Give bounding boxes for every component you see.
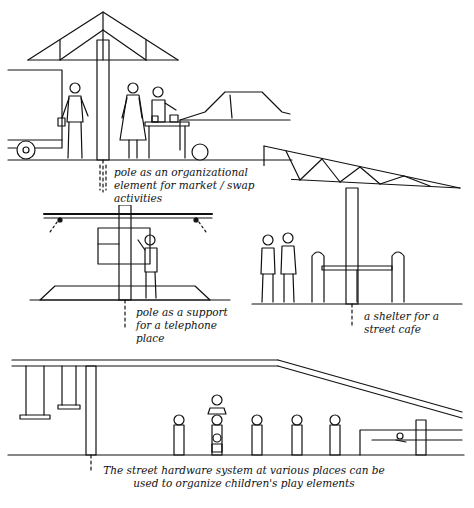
- caption-note: The street hardware system at various pl…: [97, 464, 391, 490]
- market-scene: [8, 12, 292, 192]
- caption-note: pole as a support for a telephone place: [134, 306, 248, 345]
- caption-note: a shelter for a street cafe: [362, 310, 464, 336]
- caption-note: pole as an organizational element for ma…: [112, 166, 291, 205]
- play-scene: [8, 360, 464, 470]
